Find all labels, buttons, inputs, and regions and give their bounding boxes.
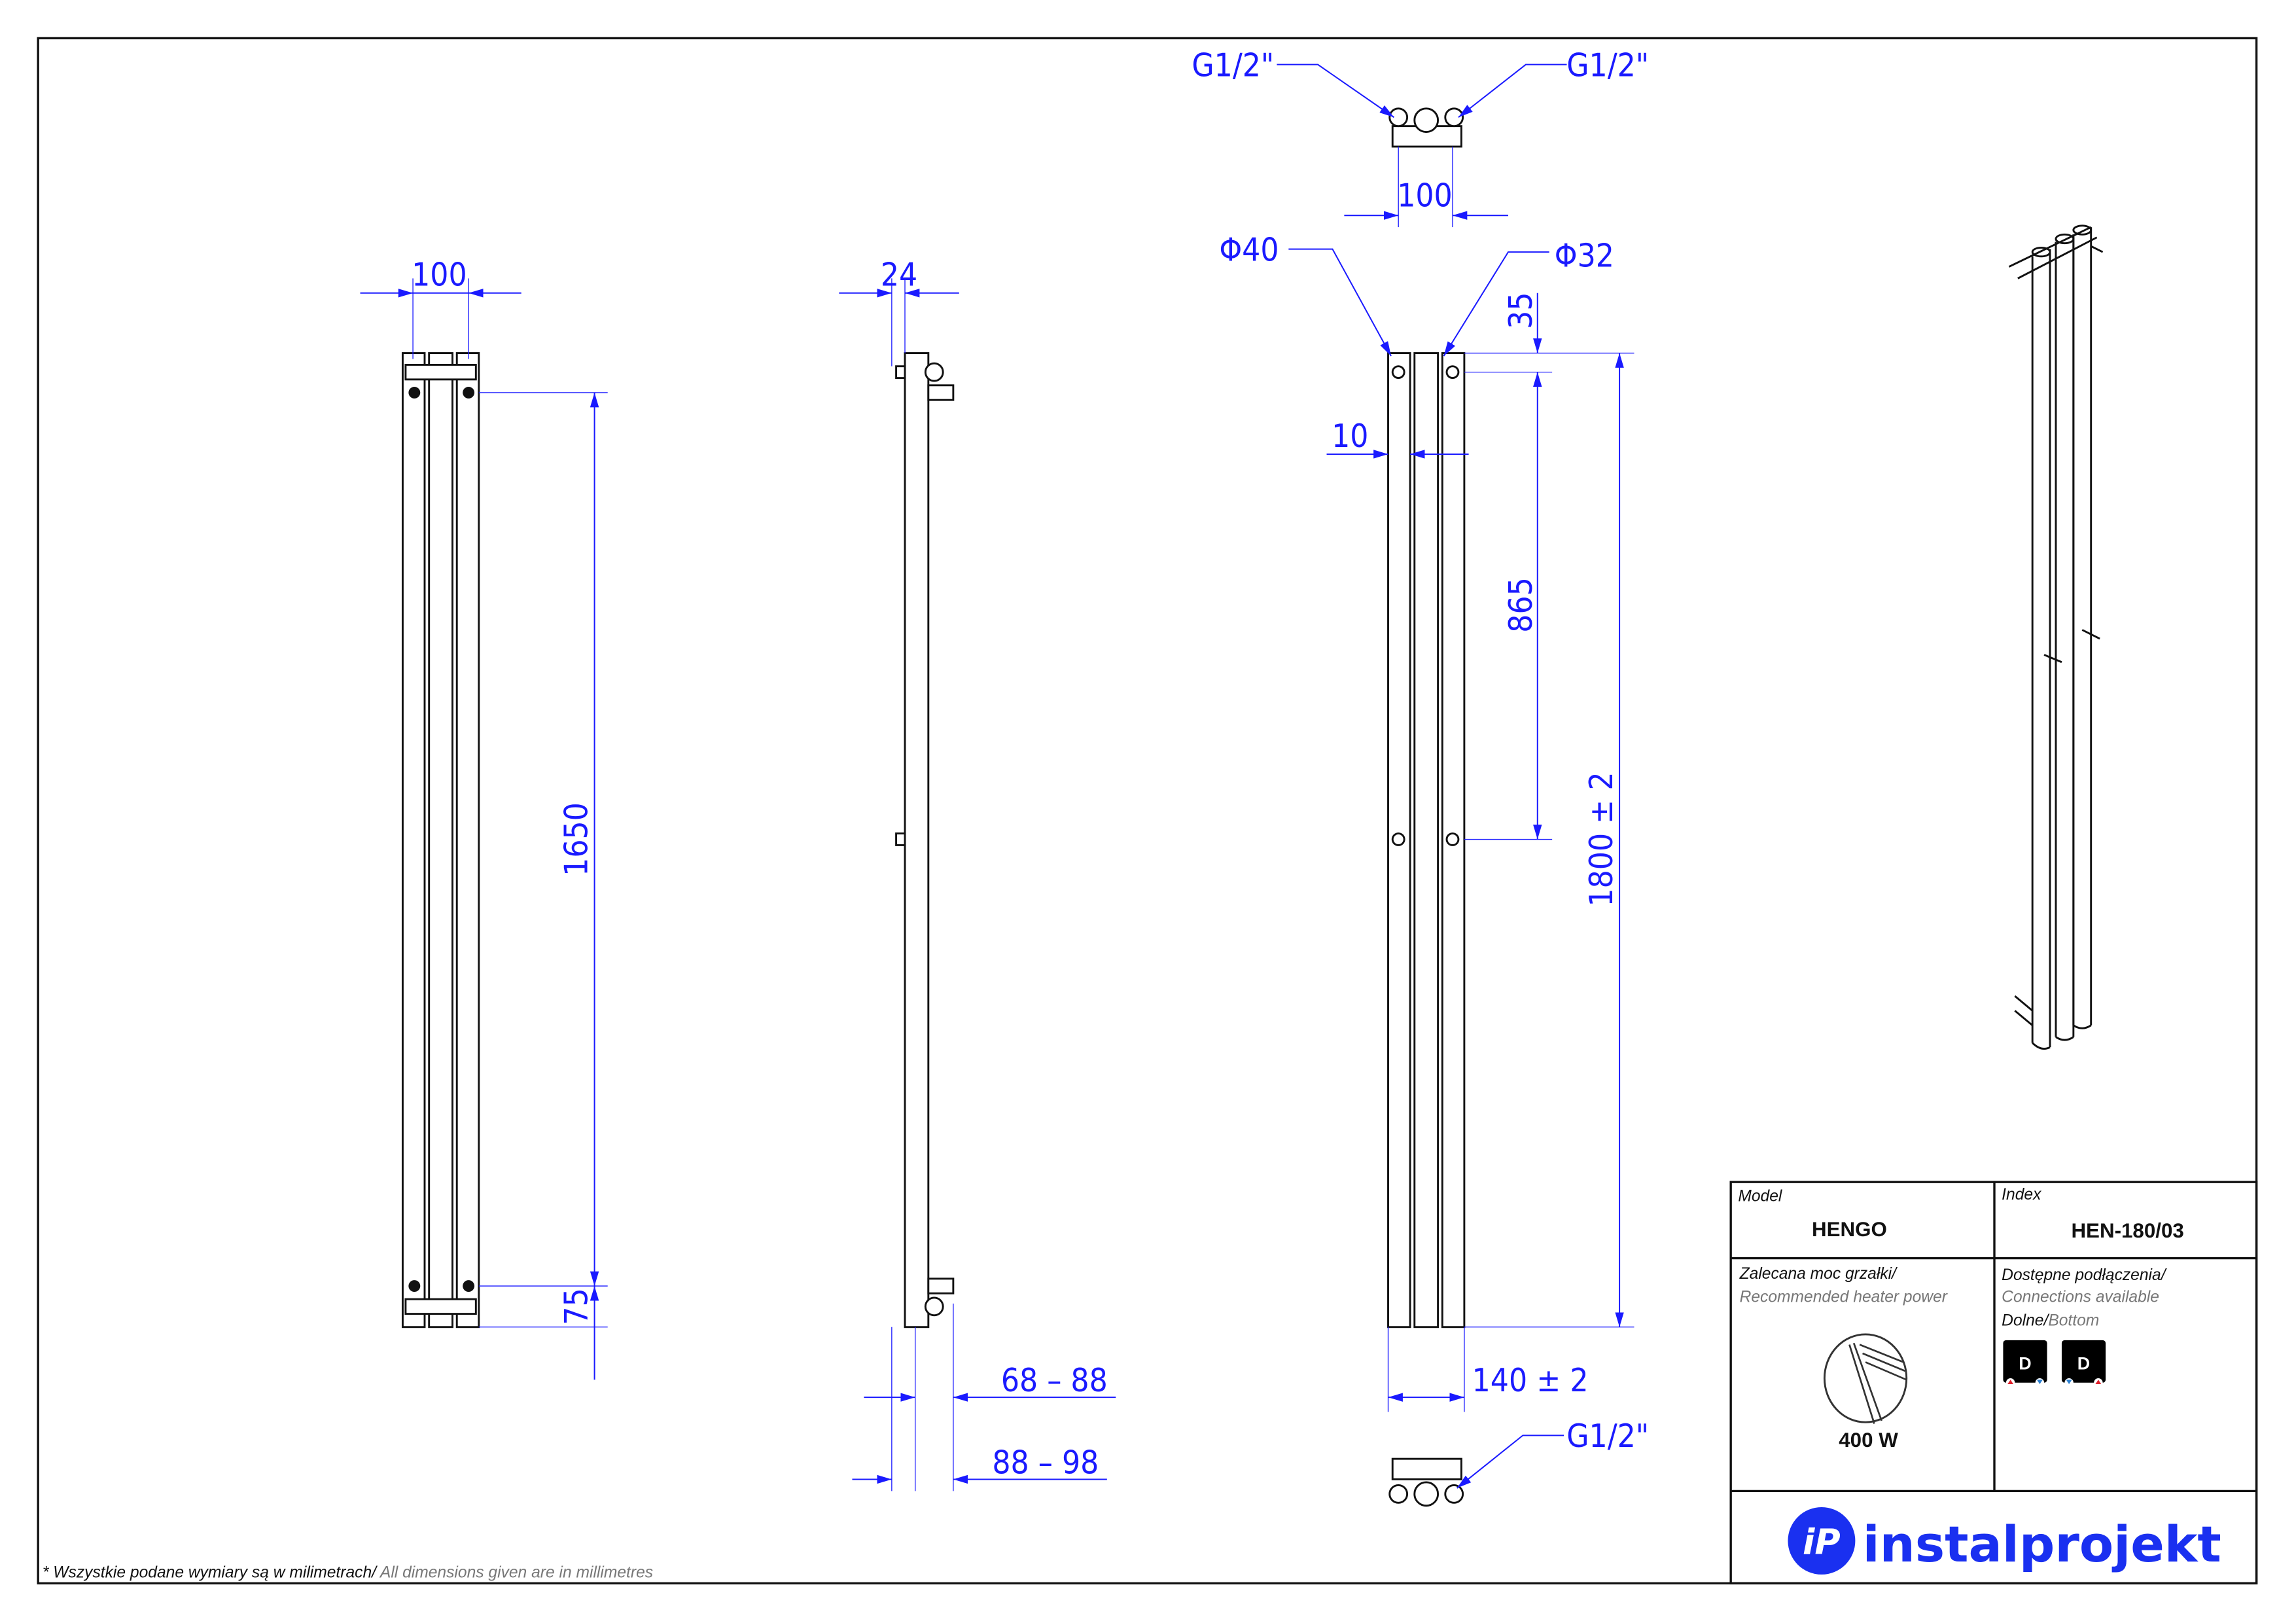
dim-top-thread-left: G1/2" <box>1192 46 1274 84</box>
dim-gap: 10 <box>1332 417 1368 455</box>
heater-power: 400 W <box>1839 1429 1898 1452</box>
brand-name: instalprojekt <box>1863 1515 2221 1573</box>
connection-type: Dolne/Bottom <box>2002 1311 2099 1329</box>
index-label: Index <box>2002 1186 2042 1204</box>
isometric-view <box>2008 224 2104 1050</box>
connection-badge-2: D <box>2061 1340 2106 1387</box>
dim-side-wall-a: 68 – 88 <box>1001 1361 1108 1399</box>
dim-bottom-thread: G1/2" <box>1566 1417 1649 1455</box>
dim-top-thread-right: G1/2" <box>1566 46 1649 84</box>
svg-text:D: D <box>2019 1354 2031 1374</box>
dim-connection-spacing: 140 ± 2 <box>1472 1361 1589 1399</box>
dim-side-depth: 24 <box>881 256 917 294</box>
dim-top-spacing: 100 <box>1397 177 1453 215</box>
heater-label-en: Recommended heater power <box>1740 1289 1949 1306</box>
sheet-border <box>37 37 2258 1585</box>
index-value: HEN-180/03 <box>2071 1219 2183 1242</box>
dim-spacing: 865 <box>1502 577 1540 633</box>
model-label: Model <box>1738 1187 1783 1205</box>
connections-label-en: Connections available <box>2002 1289 2159 1306</box>
dim-front-bottom: 75 <box>557 1288 595 1325</box>
model-value: HENGO <box>1812 1218 1887 1241</box>
title-block: Model HENGO Index HEN-180/03 Zalecana mo… <box>1729 1181 2258 1585</box>
dim-side-wall-b: 88 – 98 <box>992 1444 1099 1482</box>
dim-phi-32: Φ32 <box>1555 237 1614 275</box>
heater-icon <box>1823 1333 1908 1424</box>
footnote: * Wszystkie podane wymiary są w milimetr… <box>43 1563 653 1581</box>
brand-logo: iP instalprojekt <box>1788 1507 2221 1575</box>
svg-text:iP: iP <box>1803 1522 1841 1563</box>
dim-front-height: 1650 <box>557 802 595 876</box>
back-view: Φ40 Φ32 35 865 1800 ± 2 10 140 ± 2 G1/2"… <box>1192 46 1649 1507</box>
connections-label-pl: Dostępne podłączenia/ <box>2002 1266 2167 1284</box>
dim-front-width: 100 <box>412 256 467 294</box>
front-view: 100 1650 75 <box>360 256 608 1380</box>
dim-top-offset: 35 <box>1502 292 1540 329</box>
dim-phi-40: Φ40 <box>1219 231 1279 269</box>
svg-text:D: D <box>2077 1354 2090 1374</box>
dim-height: 1800 ± 2 <box>1582 772 1620 906</box>
connection-badge-1: D <box>2003 1340 2047 1387</box>
heater-label-pl: Zalecana moc grzałki/ <box>1739 1265 1898 1283</box>
side-view: 24 68 – 88 88 – 98 <box>839 256 1116 1491</box>
